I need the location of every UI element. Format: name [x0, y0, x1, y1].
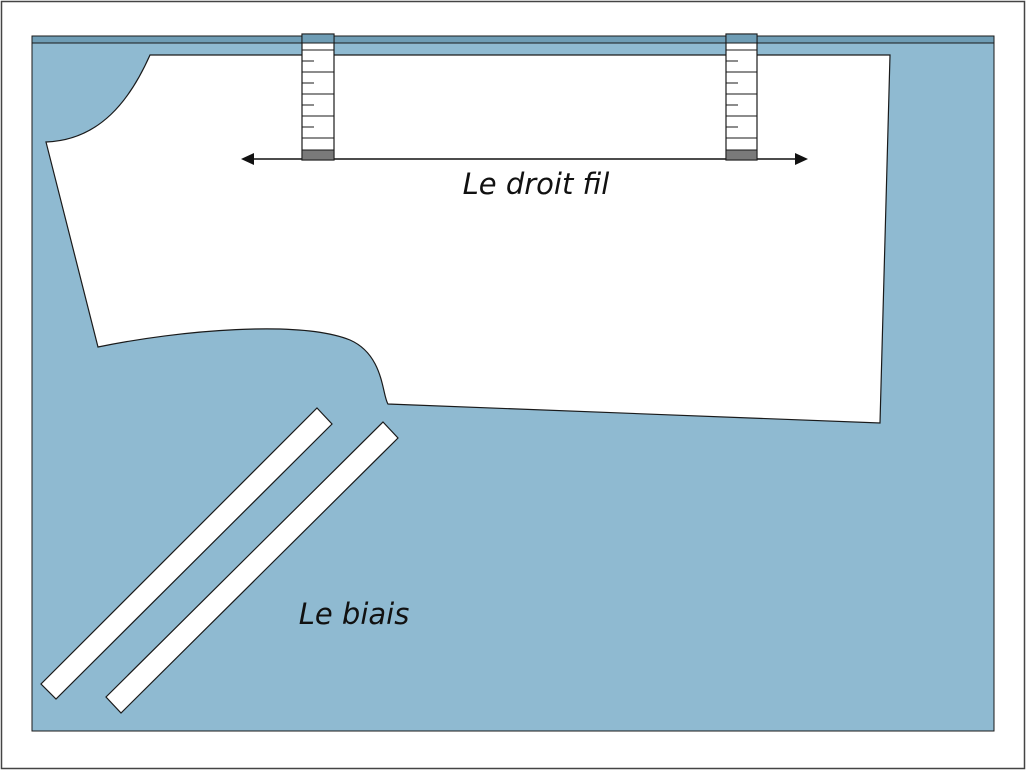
bias-strip-1	[40, 407, 333, 700]
bias-strip-2	[105, 421, 399, 714]
measuring-ruler-right	[725, 33, 758, 161]
ruler-tip	[301, 149, 335, 161]
ruler-tip	[725, 149, 758, 161]
arrowhead-right-icon	[795, 153, 808, 165]
bias-label: Le biais	[299, 597, 410, 631]
grain-label: Le droit fil	[463, 167, 610, 201]
pattern-piece	[45, 54, 891, 424]
selvage-strip	[31, 35, 995, 44]
arrowhead-left-icon	[241, 153, 254, 165]
grain-line-arrow	[241, 153, 808, 165]
measuring-ruler-left	[301, 33, 335, 161]
